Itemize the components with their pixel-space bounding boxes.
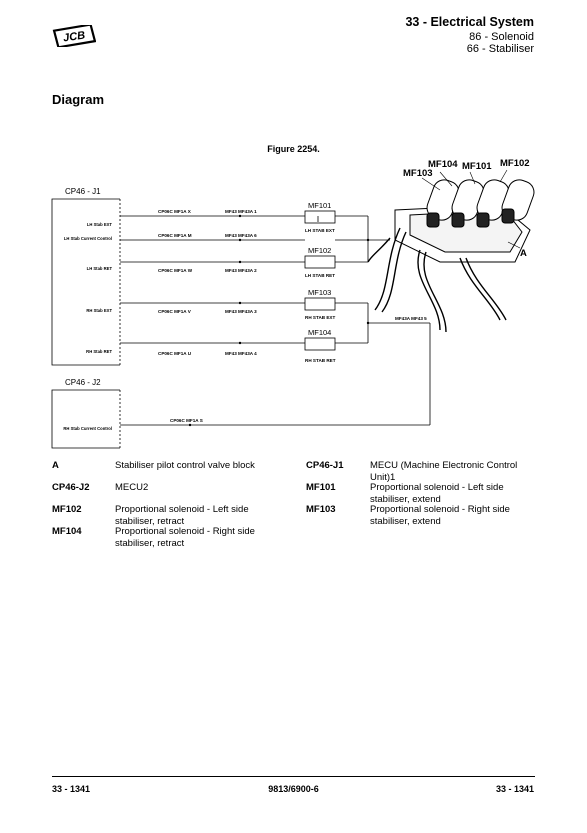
section-heading: Diagram <box>52 92 105 107</box>
section-subtitle: 66 - Stabiliser <box>466 43 534 55</box>
legend-value: Stabiliser pilot control valve block <box>115 460 255 471</box>
solenoid-mf102-caption: LH STAB RET <box>305 273 335 278</box>
legend-value: MECU2 <box>115 482 149 493</box>
figure-caption: Figure 2254. <box>267 144 320 154</box>
solenoid-mf103-id: MF103 <box>308 288 331 297</box>
legend-value: Proportional solenoid - Left side stabil… <box>370 482 504 505</box>
legend-key: CP46-J1 <box>306 460 344 471</box>
pin-label-lh-cc: LH Stab Current Control <box>64 236 112 241</box>
pin-label-lh-ext: LH Stab EXT <box>87 222 113 227</box>
wire-label: MF43 MF43A 1 <box>225 209 257 214</box>
pin-label-rh-ext: RH Stab EXT <box>86 308 112 313</box>
valve-label-mf103: MF103 <box>403 168 433 179</box>
footer-page-right: 33 - 1341 <box>495 784 534 794</box>
legend-value: Proportional solenoid - Left side stabil… <box>115 504 249 527</box>
legend-key: MF104 <box>52 526 82 537</box>
wire-label: CP06C MF1A U <box>158 351 192 356</box>
pin-label-rh-ret: RH Stab RET <box>86 349 112 354</box>
legend-value: Proportional solenoid - Right side stabi… <box>370 504 510 527</box>
wire-label: CP06C MF1A S <box>170 418 203 423</box>
legend-key: MF102 <box>52 504 82 515</box>
valve-label-mf104: MF104 <box>428 159 458 170</box>
footer-document-number: 9813/6900-6 <box>268 784 319 794</box>
solenoid-mf103-caption: RH STAB EXT <box>305 315 335 320</box>
solenoid-mf102-id: MF102 <box>308 246 331 255</box>
wire-label: MF43 MF43A 4 <box>225 351 257 356</box>
legend-value: Proportional solenoid - Right side stabi… <box>115 526 255 549</box>
connector-j1-label: CP46 - J1 <box>65 187 101 196</box>
solenoid-mf104-id: MF104 <box>308 328 331 337</box>
pin-label-rh-cc: RH Stab Current Control <box>63 426 112 431</box>
wire-label: CP06C MF1A W <box>158 268 193 273</box>
footer-page-left: 33 - 1341 <box>52 784 91 794</box>
legend-key: MF103 <box>306 504 336 515</box>
wire-label: CP06C MF1A V <box>158 309 192 314</box>
wire-label: CP06C MF1A X <box>158 209 192 214</box>
footer-divider <box>52 776 535 777</box>
connector-j2-label: CP46 - J2 <box>65 378 101 387</box>
valve-label-mf101: MF101 <box>462 161 492 172</box>
logo-text: JCB <box>62 30 86 45</box>
valve-label-a: A <box>520 248 527 259</box>
wire-label: MF43 MF43A 2 <box>225 268 257 273</box>
wire-label: MF43 MF43A 6 <box>225 233 257 238</box>
solenoid-mf104-caption: RH STAB RET <box>305 358 336 363</box>
subchapter-title: 86 - Solenoid <box>469 31 534 43</box>
legend-value: MECU (Machine Electronic Control Unit)1 <box>370 460 518 483</box>
jcb-logo: JCB <box>52 25 96 47</box>
chapter-title: 33 - Electrical System <box>405 15 534 29</box>
legend-key: CP46-J2 <box>52 482 90 493</box>
wire-label: CP06C MF1A M <box>158 233 192 238</box>
legend-key: MF101 <box>306 482 336 493</box>
solenoid-mf101-caption: LH STAB EXT <box>305 228 335 233</box>
wiring-diagram: CP46 - J1 CP46 - J2 LH Stab EXT LH Stab … <box>51 158 535 449</box>
legend-key: A <box>52 460 59 471</box>
valve-label-mf102: MF102 <box>500 158 530 169</box>
pin-label-lh-ret: LH Stab RET <box>87 266 113 271</box>
wire-label: MF43A MF43 5 <box>395 316 427 321</box>
wire-label: MF43 MF43A 3 <box>225 309 257 314</box>
solenoid-mf101-id: MF101 <box>308 201 331 210</box>
valve-block-illustration <box>367 179 535 333</box>
